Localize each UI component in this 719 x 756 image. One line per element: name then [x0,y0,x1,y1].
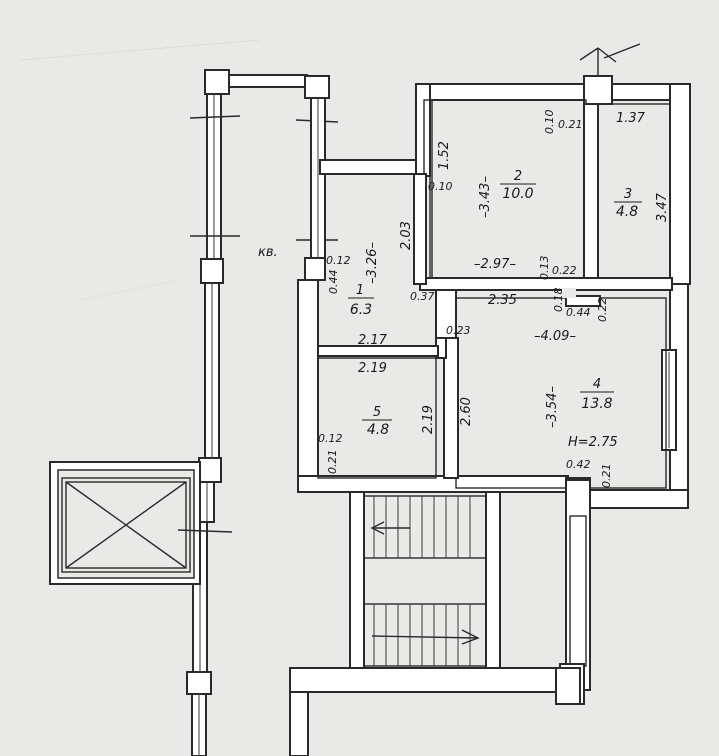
ceiling-height-label: H=2.75 [568,435,618,450]
labels: кв. H=2.75 1 6.3 2 10.0 3 4.8 4 13.8 5 4… [258,169,642,450]
staircase [289,491,581,756]
dim-0-23: 0.23 [446,324,471,337]
dim-3-47: 3.47 [655,192,670,222]
dim-2-19-b: 2.19 [421,405,436,434]
stair-treads-upper [373,496,471,558]
room-4-number: 4 [593,377,601,392]
stair-arrow-left-icon [370,521,385,535]
dim-2-17: 2.17 [358,333,388,348]
dim-2-35: 2.35 [488,293,517,308]
dim-0-12-a: 0.12 [326,254,351,267]
dim-0-44-a: 0.44 [327,270,340,295]
dim-0-10-a: 0.10 [543,110,556,135]
apartment-label: кв. [258,245,278,260]
dim-0-44-b: 0.44 [566,306,591,319]
paper-marks [19,39,261,301]
dim-3-26: –3.26– [365,242,380,284]
dim-4-09: –4.09– [534,329,576,344]
dim-0-10-b: 0.10 [428,180,453,193]
room-3-number: 3 [624,187,632,202]
room-3-area: 4.8 [616,204,638,220]
apartment-walls [297,43,691,509]
dim-1-37: 1.37 [616,111,646,126]
dim-0-21-c: 0.21 [600,464,613,489]
room-1-area: 6.3 [350,302,372,318]
dim-1-52: 1.52 [437,141,452,170]
dim-0-18: 0.18 [552,288,565,313]
dim-0-22-a: 0.22 [552,264,577,277]
dimension-labels: 1.52 0.10 0.21 1.37 0.10 –3.43– 3.47 2.0… [318,110,670,489]
dim-2-03: 2.03 [399,221,414,250]
room-2-area: 10.0 [502,186,533,202]
dim-0-21-b: 0.21 [326,450,339,475]
dim-0-37: 0.37 [410,290,435,303]
dim-0-42: 0.42 [566,458,591,471]
interior-walls [317,99,673,705]
elevator-shaft [49,461,233,585]
corridor-walls [186,69,339,756]
stair-treads-lower [373,604,471,666]
dim-3-43: –3.43– [478,176,493,218]
dim-3-54: –3.54– [545,386,560,428]
stair-arrow-right-icon [461,629,480,645]
room-2-number: 2 [514,169,522,184]
dim-0-22-b: 0.22 [596,298,609,323]
room-4-area: 13.8 [581,396,612,412]
dim-2-60: 2.60 [459,397,474,426]
dim-2-97: –2.97– [474,257,516,272]
dim-0-12-b: 0.12 [318,432,343,445]
room-5-area: 4.8 [367,422,389,438]
dim-0-13: 0.13 [538,256,551,281]
room-1-number: 1 [356,283,364,298]
dim-2-19-a: 2.19 [358,361,387,376]
dim-0-21-a: 0.21 [558,118,583,131]
room-5-number: 5 [373,405,381,420]
